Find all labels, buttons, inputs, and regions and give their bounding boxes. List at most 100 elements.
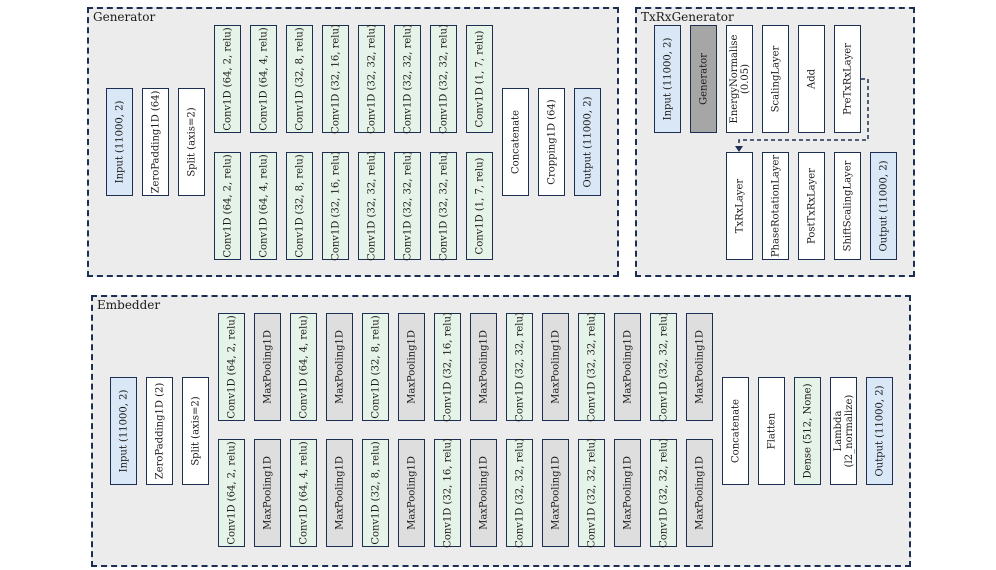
generator-cropping-block: Cropping1D (64) (538, 88, 565, 196)
embedder-conv-top: Conv1D (32, 32, relu) (506, 312, 533, 422)
generator-conv-label: Conv1D (32, 32, relu) (438, 151, 449, 261)
embedder-concatenate-block: Concatenate (722, 377, 749, 485)
txrx-top-label: Add (806, 68, 817, 90)
txrx-pretxrx-block: PreTxRxLayer (834, 25, 861, 133)
generator-input-label: Input (11000, 2) (114, 100, 125, 184)
txrx-title: TxRxGenerator (641, 10, 734, 24)
embedder-pool-bottom: MaxPooling1D (614, 439, 641, 547)
embedder-zeropadding-label: ZeroPadding1D (2) (154, 382, 165, 480)
generator-concatenate-block: Concatenate (502, 88, 529, 196)
generator-concatenate-label: Concatenate (510, 110, 521, 174)
generator-output-label: Output (11000, 2) (582, 96, 593, 188)
generator-conv-label: Conv1D (32, 32, relu) (366, 24, 377, 134)
embedder-pool-bottom: MaxPooling1D (398, 439, 425, 547)
generator-input-block: Input (11000, 2) (106, 88, 133, 196)
embedder-layer-label: MaxPooling1D (478, 456, 489, 530)
embedder-conv-top: Conv1D (64, 2, relu) (218, 313, 245, 421)
embedder-layer-label: Conv1D (32, 32, relu) (514, 438, 525, 548)
txrx-bottom-label: TxRxLayer (734, 178, 745, 234)
generator-split-block: Split (axis=2) (178, 88, 205, 196)
embedder-layer-label: MaxPooling1D (694, 456, 705, 530)
txrx-shiftscaling-block: ShiftScalingLayer (834, 152, 861, 260)
embedder-layer-label: MaxPooling1D (550, 330, 561, 404)
generator-conv-bottom: Conv1D (32, 32, relu) (430, 151, 457, 261)
embedder-layer-label: MaxPooling1D (622, 330, 633, 404)
embedder-pool-bottom: MaxPooling1D (326, 439, 353, 547)
generator-conv-label: Conv1D (64, 4, relu) (258, 154, 269, 258)
embedder-layer-label: MaxPooling1D (334, 456, 345, 530)
embedder-pool-top: MaxPooling1D (254, 313, 281, 421)
embedder-conv-bottom: Conv1D (64, 4, relu) (290, 439, 317, 547)
txrx-top-label: Input (11000, 2) (662, 37, 673, 121)
embedder-flatten-block: Flatten (758, 377, 785, 485)
embedder-pool-top: MaxPooling1D (326, 313, 353, 421)
embedder-conv-top: Conv1D (64, 4, relu) (290, 313, 317, 421)
generator-zeropadding-block: ZeroPadding1D (64) (142, 88, 169, 196)
txrx-scalinglayer-block: ScalingLayer (762, 25, 789, 133)
embedder-output-block: Output (11000, 2) (866, 377, 893, 485)
generator-conv-top: Conv1D (64, 4, relu) (250, 25, 277, 133)
embedder-layer-label: Conv1D (64, 2, relu) (226, 315, 237, 419)
generator-conv-label: Conv1D (32, 32, relu) (402, 24, 413, 134)
txrx-generator-block: Generator (690, 25, 717, 133)
embedder-panel (91, 295, 911, 567)
embedder-layer-label: MaxPooling1D (262, 456, 273, 530)
embedder-pool-top: MaxPooling1D (470, 313, 497, 421)
generator-conv-top: Conv1D (32, 32, relu) (430, 24, 457, 134)
generator-conv-label: Conv1D (1, 7, relu) (474, 30, 485, 128)
generator-output-block: Output (11000, 2) (574, 88, 601, 196)
generator-conv-bottom: Conv1D (1, 7, relu) (466, 152, 493, 260)
embedder-input-label: Input (11000, 2) (118, 389, 129, 473)
txrx-energynormalise-block: EnergyNormalise (0.05) (726, 25, 753, 133)
embedder-layer-label: MaxPooling1D (406, 330, 417, 404)
generator-conv-label: Conv1D (32, 8, relu) (294, 154, 305, 258)
embedder-layer-label: Conv1D (32, 8, relu) (370, 441, 381, 545)
embedder-dense-label: Dense (512, None) (802, 383, 813, 479)
embedder-lambda-block: Lambda (l2_normalize) (830, 377, 857, 485)
embedder-pool-top: MaxPooling1D (614, 313, 641, 421)
embedder-layer-label: Conv1D (32, 16, relu) (442, 438, 453, 548)
embedder-concatenate-label: Concatenate (730, 399, 741, 463)
embedder-flatten-label: Flatten (766, 412, 777, 450)
embedder-lambda-label: Lambda (l2_normalize) (832, 394, 855, 468)
embedder-zeropadding-block: ZeroPadding1D (2) (146, 377, 173, 485)
txrx-output-block: Output (11000, 2) (870, 152, 897, 260)
embedder-conv-bottom: Conv1D (32, 32, relu) (650, 438, 677, 548)
embedder-conv-top: Conv1D (32, 8, relu) (362, 313, 389, 421)
txrx-posttxrx-block: PostTxRxLayer (798, 152, 825, 260)
embedder-conv-bottom: Conv1D (32, 32, relu) (506, 438, 533, 548)
generator-conv-bottom: Conv1D (32, 16, relu) (322, 151, 349, 261)
embedder-layer-label: MaxPooling1D (622, 456, 633, 530)
embedder-layer-label: MaxPooling1D (550, 456, 561, 530)
embedder-layer-label: Conv1D (64, 4, relu) (298, 441, 309, 545)
generator-conv-label: Conv1D (32, 8, relu) (294, 27, 305, 131)
generator-conv-bottom: Conv1D (64, 2, relu) (214, 152, 241, 260)
generator-cropping-label: Cropping1D (64) (546, 99, 557, 185)
txrx-top-label: Generator (698, 53, 709, 105)
txrx-top-label: ScalingLayer (770, 45, 781, 113)
embedder-conv-top: Conv1D (32, 32, relu) (578, 312, 605, 422)
embedder-split-label: Split (axis=2) (190, 396, 201, 466)
embedder-layer-label: MaxPooling1D (262, 330, 273, 404)
generator-conv-label: Conv1D (64, 2, relu) (222, 154, 233, 258)
txrx-bottom-label: PhaseRotationLayer (770, 154, 781, 258)
embedder-conv-bottom: Conv1D (32, 32, relu) (578, 438, 605, 548)
embedder-pool-bottom: MaxPooling1D (542, 439, 569, 547)
embedder-pool-top: MaxPooling1D (398, 313, 425, 421)
embedder-output-label: Output (11000, 2) (874, 385, 885, 477)
embedder-pool-top: MaxPooling1D (542, 313, 569, 421)
embedder-layer-label: Conv1D (64, 2, relu) (226, 441, 237, 545)
generator-conv-top: Conv1D (32, 32, relu) (394, 24, 421, 134)
embedder-layer-label: Conv1D (32, 32, relu) (658, 438, 669, 548)
txrx-top-label: EnergyNormalise (0.05) (728, 34, 751, 124)
txrx-bottom-label: ShiftScalingLayer (842, 160, 853, 252)
txrx-add-block: Add (798, 25, 825, 133)
generator-conv-label: Conv1D (32, 16, relu) (330, 24, 341, 134)
generator-conv-label: Conv1D (32, 32, relu) (366, 151, 377, 261)
embedder-layer-label: Conv1D (32, 32, relu) (586, 438, 597, 548)
txrx-bottom-label: PostTxRxLayer (806, 168, 817, 244)
embedder-title: Embedder (97, 298, 161, 312)
generator-conv-label: Conv1D (32, 16, relu) (330, 151, 341, 261)
txrx-phaserotation-block: PhaseRotationLayer (762, 152, 789, 260)
embedder-pool-bottom: MaxPooling1D (254, 439, 281, 547)
